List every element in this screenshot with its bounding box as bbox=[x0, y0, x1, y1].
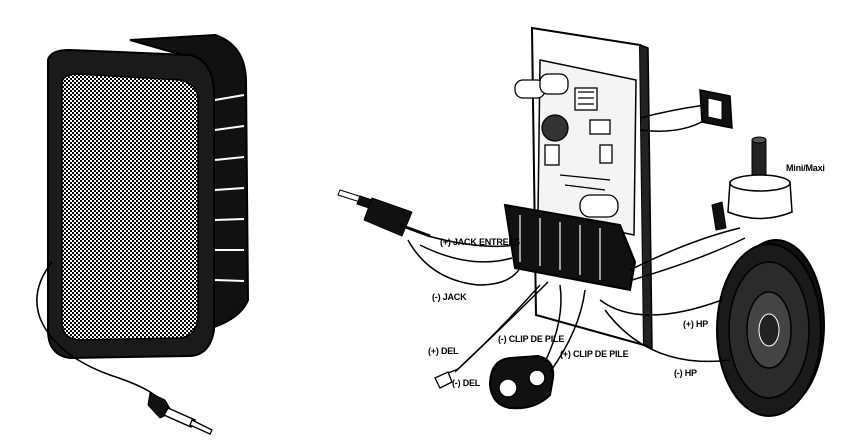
volume-potentiometer bbox=[711, 136, 793, 231]
battery-clip bbox=[488, 354, 555, 410]
label-jack-neg: (-) JACK bbox=[432, 292, 467, 302]
label-clip-pos: (+) CLIP DE PILE bbox=[560, 349, 629, 359]
power-connector bbox=[639, 89, 733, 132]
assembled-speaker bbox=[36, 33, 250, 435]
terminal-block bbox=[503, 203, 637, 292]
wire-labels: (+) JACK ENTREES (-) JACK (-) CLIP DE PI… bbox=[428, 163, 825, 388]
speaker-cable bbox=[36, 261, 161, 401]
board-components bbox=[514, 73, 619, 218]
label-volume: Mini/Maxi bbox=[786, 163, 825, 173]
wiring bbox=[407, 227, 746, 373]
speaker-side-ribs bbox=[214, 94, 245, 282]
label-clip-neg: (-) CLIP DE PILE bbox=[498, 334, 564, 344]
input-jack-plug bbox=[337, 189, 431, 238]
label-led-neg: (-) DEL bbox=[452, 378, 481, 388]
led bbox=[434, 368, 459, 389]
label-hp-pos: (+) HP bbox=[683, 319, 708, 329]
label-led-pos: (+) DEL bbox=[428, 346, 459, 356]
exploded-assembly: (+) JACK ENTREES (-) JACK (-) CLIP DE PI… bbox=[337, 26, 825, 417]
circuit-board bbox=[537, 59, 637, 236]
loudspeaker bbox=[716, 239, 825, 417]
label-jack-in-pos: (+) JACK ENTREES bbox=[440, 237, 520, 247]
speaker-jack-plug bbox=[147, 392, 213, 435]
speaker-grille bbox=[61, 73, 199, 341]
label-hp-neg: (-) HP bbox=[674, 368, 697, 378]
